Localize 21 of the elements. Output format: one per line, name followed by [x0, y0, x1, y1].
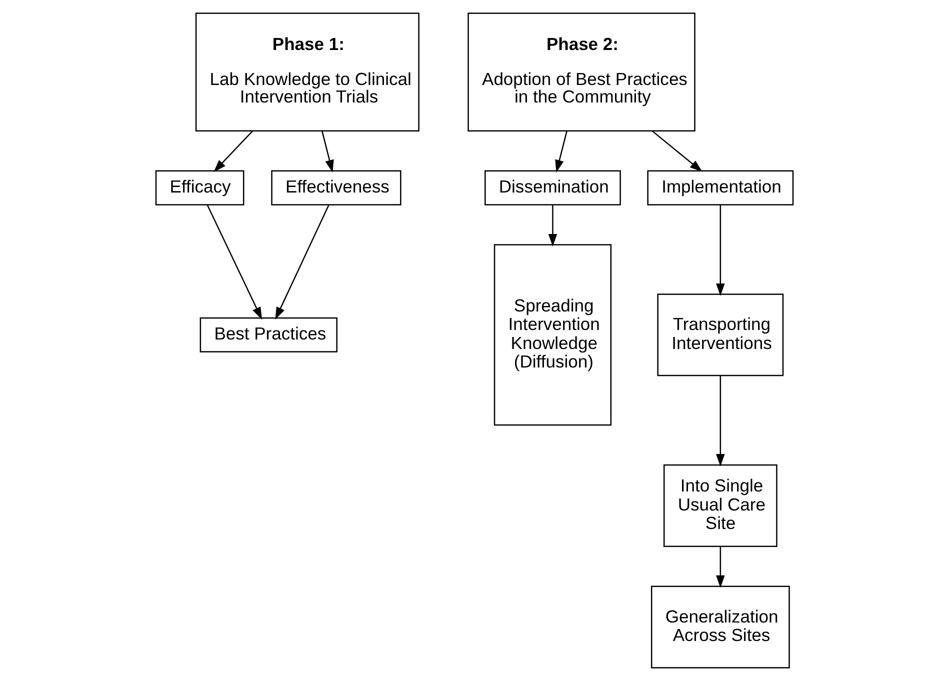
node-box: Implementation — [647, 170, 794, 206]
arrow — [716, 546, 725, 588]
arrow — [555, 130, 568, 173]
arrow — [206, 204, 262, 320]
arrow — [214, 130, 254, 172]
arrow — [321, 130, 334, 173]
arrow — [275, 204, 330, 320]
node-box: Dissemination — [484, 170, 621, 206]
node-box: Best Practices — [200, 317, 338, 352]
node-box: Phase 2: Adoption of Best Practices in the Community — [468, 12, 696, 132]
node-box: Spreading Intervention Knowledge (Diffusion) — [494, 244, 612, 426]
arrow — [652, 130, 702, 172]
node-box: Transporting Interventions — [657, 294, 784, 376]
arrow — [716, 205, 725, 296]
node-box: Into Single Usual Care Site — [663, 464, 778, 547]
node-box: Generalization Across Sites — [650, 586, 790, 668]
node-box: Phase 1: Lab Knowledge to Clinical Intervention Trials — [195, 12, 420, 132]
arrow — [716, 376, 725, 467]
node-box: Effectiveness — [271, 170, 402, 206]
arrow — [548, 205, 558, 247]
node-box: Efficacy — [155, 170, 244, 206]
